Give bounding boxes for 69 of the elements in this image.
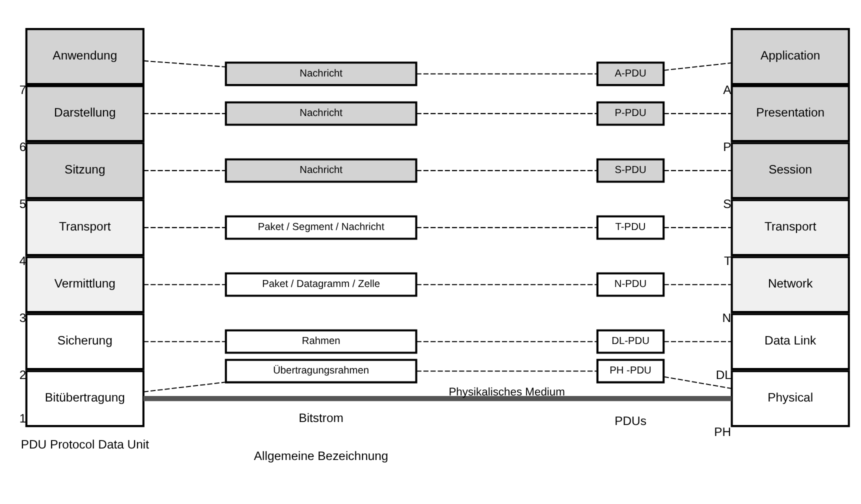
node-box: P-PDU (596, 101, 665, 126)
node-box: Paket / Datagramm / Zelle (224, 272, 418, 297)
connector (144, 227, 226, 228)
node-box: Physical (730, 370, 850, 428)
connector (416, 341, 598, 342)
node-box: S-PDU (596, 158, 665, 183)
connector (664, 113, 732, 114)
node-box: Session (730, 142, 850, 200)
node-box: Rahmen (224, 329, 418, 354)
label: PDUs (614, 414, 646, 428)
node-box: Nachricht (224, 62, 418, 86)
node-box: Transport (730, 199, 850, 256)
connector (416, 284, 598, 286)
connector (416, 113, 598, 114)
connector (664, 376, 732, 390)
node-label: 4 (19, 254, 26, 268)
connector (664, 284, 732, 286)
node-box: Sitzung (25, 142, 144, 200)
connector (143, 60, 226, 68)
node-label: T (724, 254, 732, 268)
label: PDU Protocol Data Unit (20, 438, 150, 452)
connector (416, 370, 598, 372)
node-box: Paket / Segment / Nachricht (224, 215, 418, 240)
connector (416, 73, 598, 74)
label: Allgemeine Bezeichnung (254, 448, 388, 463)
node-label: N (722, 310, 732, 325)
node-label: 5 (19, 196, 26, 211)
node-label: 1 (19, 412, 26, 426)
connector (144, 113, 226, 114)
node-box: Nachricht (224, 158, 418, 183)
node-box: Anwendung (25, 28, 144, 86)
node-label: DL (716, 368, 732, 382)
node-box: Presentation (730, 85, 850, 142)
node-label: S (723, 196, 732, 211)
connector (664, 227, 732, 228)
node-box: Nachricht (224, 101, 418, 126)
node-label: 2 (19, 368, 26, 382)
node-label: 6 (19, 140, 26, 154)
edge-label: Physikalisches Medium (448, 386, 565, 398)
node-box: Übertragungsrahmen (224, 358, 418, 384)
node-box: T-PDU (596, 215, 665, 240)
node-box: Data Link (730, 313, 850, 370)
node-box: Application (730, 28, 850, 86)
label: Bitstrom (298, 411, 344, 426)
node-box: DL-PDU (596, 329, 665, 354)
node-box: Sicherung (25, 313, 144, 370)
connector (664, 62, 732, 71)
node-box: Bitübertragung (25, 370, 144, 428)
node-box: A-PDU (596, 62, 665, 86)
node-label: 3 (19, 310, 26, 325)
node-label: P (723, 140, 732, 154)
node-label: A (723, 82, 732, 97)
connector (144, 396, 732, 402)
node-label: 7 (19, 82, 26, 97)
node-box: Vermittlung (25, 256, 144, 314)
connector (416, 227, 598, 228)
connector (664, 170, 732, 172)
node-box: Darstellung (25, 85, 144, 142)
connector (144, 170, 226, 172)
node-box: Network (730, 256, 850, 314)
node-box: N-PDU (596, 272, 665, 297)
node-label: PH (714, 424, 732, 439)
connector (144, 284, 226, 286)
node-box: Transport (25, 199, 144, 256)
node-box: PH -PDU (596, 358, 665, 384)
connector (416, 170, 598, 172)
connector (144, 341, 226, 342)
connector (143, 382, 226, 392)
connector (664, 341, 732, 342)
